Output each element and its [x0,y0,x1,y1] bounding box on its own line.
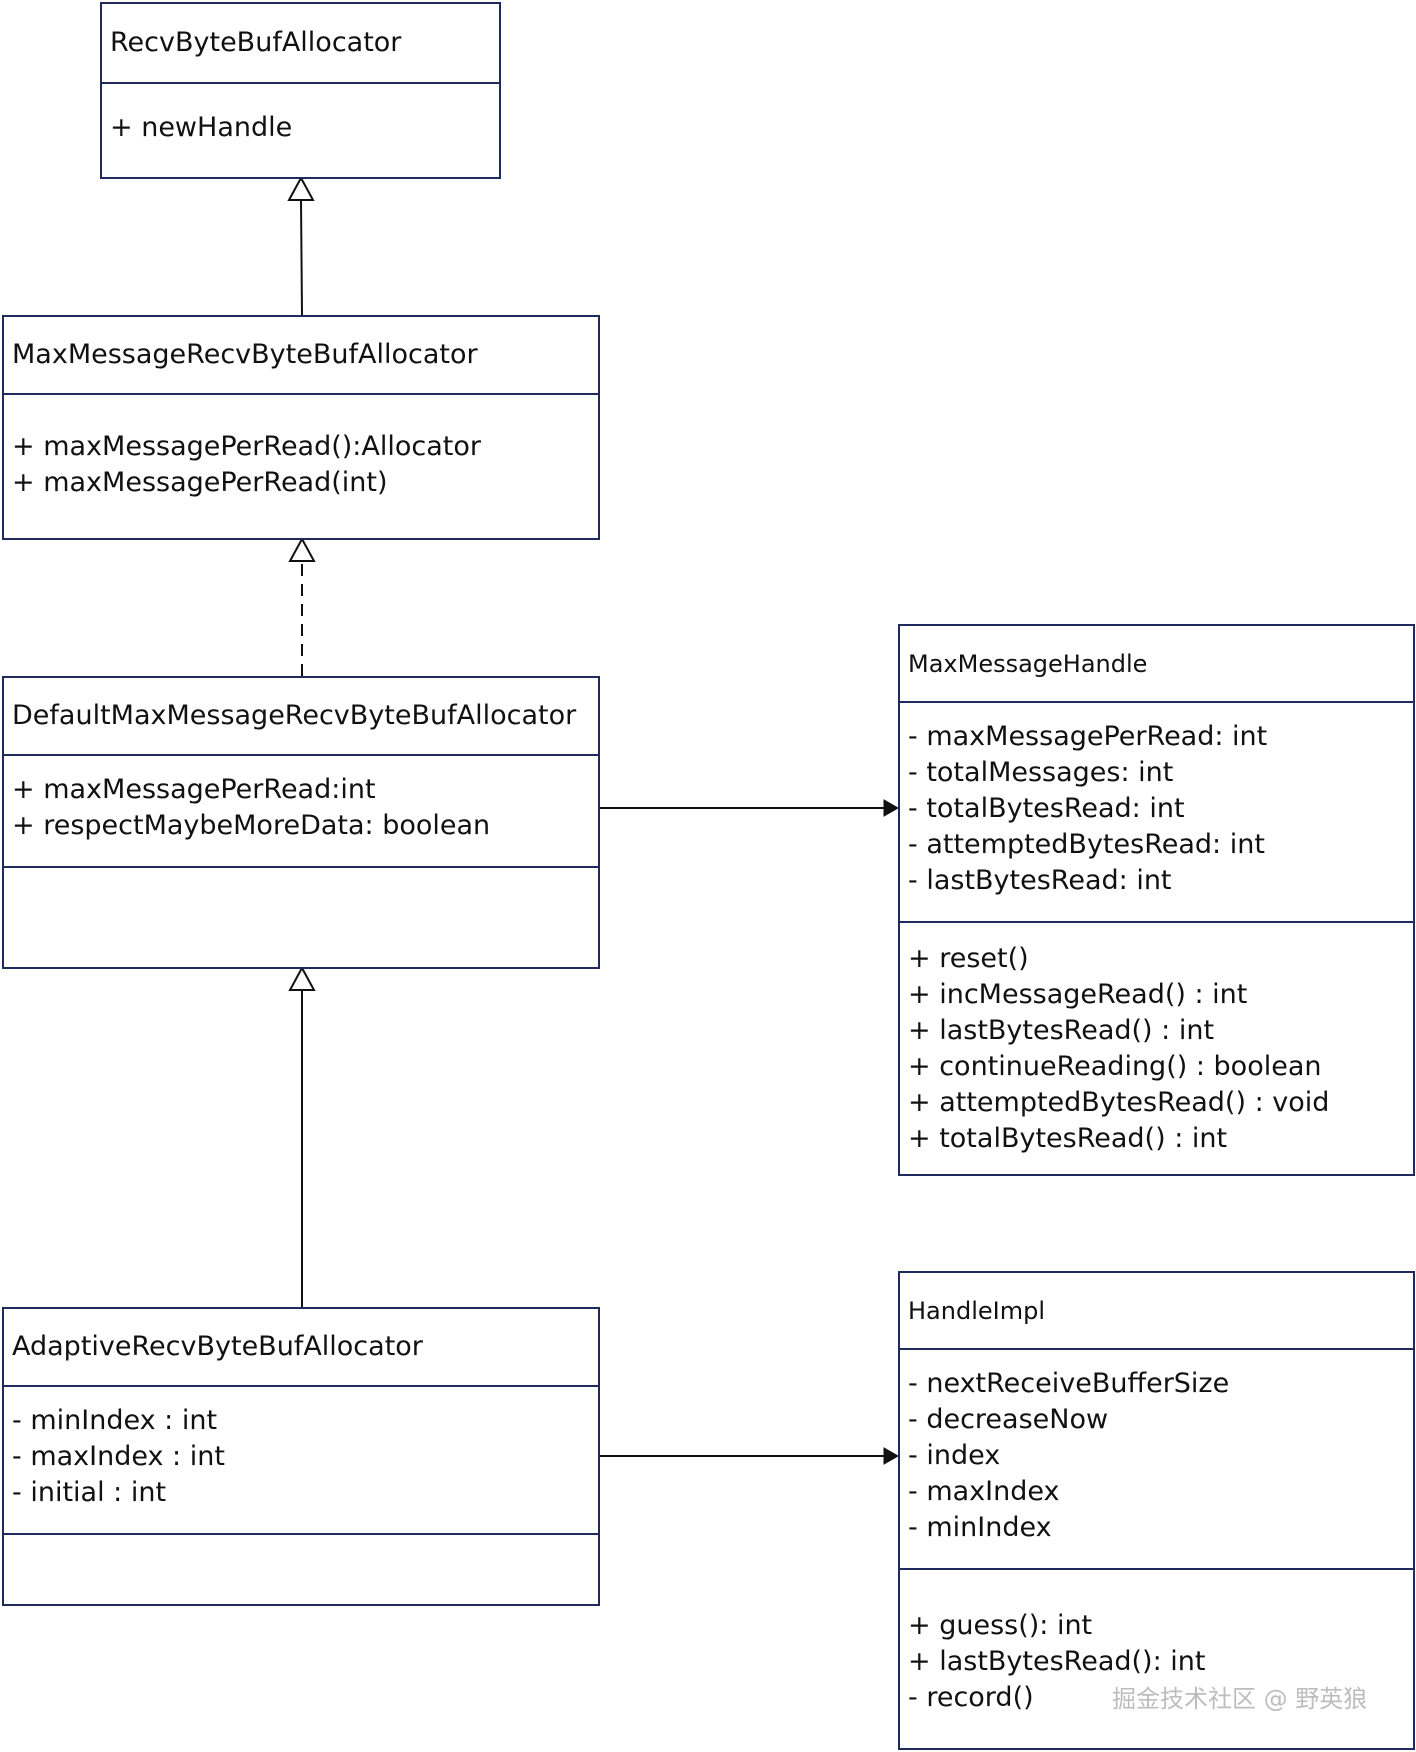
field-line: - minIndex : int [12,1405,218,1436]
realization-arrowhead-maxmessage [288,536,316,562]
class-max-message-handle: MaxMessageHandle - maxMessagePerRead: in… [898,624,1415,1176]
class-fields: - nextReceiveBufferSize - decreaseNow - … [900,1348,1413,1568]
class-name: MaxMessageRecvByteBufAllocator [12,339,478,370]
inheritance-line-recv [300,199,303,316]
class-fields: - maxMessagePerRead: int - totalMessages… [900,701,1413,921]
field-line: - nextReceiveBufferSize [908,1368,1230,1399]
method-line: + maxMessagePerRead():Allocator [12,431,481,462]
field-line: + maxMessagePerRead:int [12,774,376,805]
field-line: - totalMessages: int [908,757,1174,788]
field-line: - totalBytesRead: int [908,793,1185,824]
class-fields: + maxMessagePerRead:int + respectMaybeMo… [4,754,598,866]
class-name: DefaultMaxMessageRecvByteBufAllocator [12,700,577,731]
field-line: - lastBytesRead: int [908,865,1172,896]
class-name: MaxMessageHandle [908,649,1148,678]
class-name: HandleImpl [908,1296,1045,1325]
method-line: + newHandle [110,112,293,143]
method-line: + totalBytesRead() : int [908,1123,1228,1154]
field-line: - attemptedBytesRead: int [908,829,1265,860]
field-line: + respectMaybeMoreData: boolean [12,810,491,841]
inheritance-arrowhead-recv [287,175,315,201]
class-methods: + maxMessagePerRead():Allocator + maxMes… [4,393,598,538]
class-name: AdaptiveRecvByteBufAllocator [12,1331,423,1362]
class-methods: + guess(): int + lastBytesRead(): int - … [900,1568,1413,1748]
association-arrowhead-handle [883,799,900,817]
class-methods-empty [4,1533,598,1604]
method-line: - record() [908,1682,1034,1713]
class-methods-empty [4,866,598,967]
inheritance-arrowhead-default [288,965,316,991]
method-line: + reset() [908,943,1029,974]
watermark: 掘金技术社区 @ 野英狼 [1112,1685,1368,1713]
method-line: + attemptedBytesRead() : void [908,1087,1330,1118]
field-line: - maxIndex : int [12,1441,225,1472]
field-line: - maxMessagePerRead: int [908,721,1268,752]
method-line: + guess(): int [908,1610,1093,1641]
field-line: - initial : int [12,1477,167,1508]
method-line: + lastBytesRead() : int [908,1015,1215,1046]
field-line: - decreaseNow [908,1404,1109,1435]
class-methods: + newHandle [102,82,499,177]
method-line: + incMessageRead() : int [908,979,1248,1010]
method-line: + continueReading() : boolean [908,1051,1322,1082]
field-line: - maxIndex [908,1476,1060,1507]
class-adaptive-recv-byte-buf-allocator: AdaptiveRecvByteBufAllocator - minIndex … [2,1307,600,1606]
association-arrowhead-handleimpl [883,1447,900,1465]
class-recv-byte-buf-allocator: RecvByteBufAllocator + newHandle [100,2,501,179]
class-methods: + reset() + incMessageRead() : int + las… [900,921,1413,1174]
class-max-message-recv-byte-buf-allocator: MaxMessageRecvByteBufAllocator + maxMess… [2,315,600,540]
method-line: + lastBytesRead(): int [908,1646,1206,1677]
class-handle-impl: HandleImpl - nextReceiveBufferSize - dec… [898,1271,1415,1750]
class-fields: - minIndex : int - maxIndex : int - init… [4,1385,598,1533]
class-name: RecvByteBufAllocator [110,27,402,58]
class-default-max-message-recv-byte-buf-allocator: DefaultMaxMessageRecvByteBufAllocator + … [2,676,600,969]
field-line: - minIndex [908,1512,1052,1543]
field-line: - index [908,1440,1001,1471]
method-line: + maxMessagePerRead(int) [12,467,388,498]
